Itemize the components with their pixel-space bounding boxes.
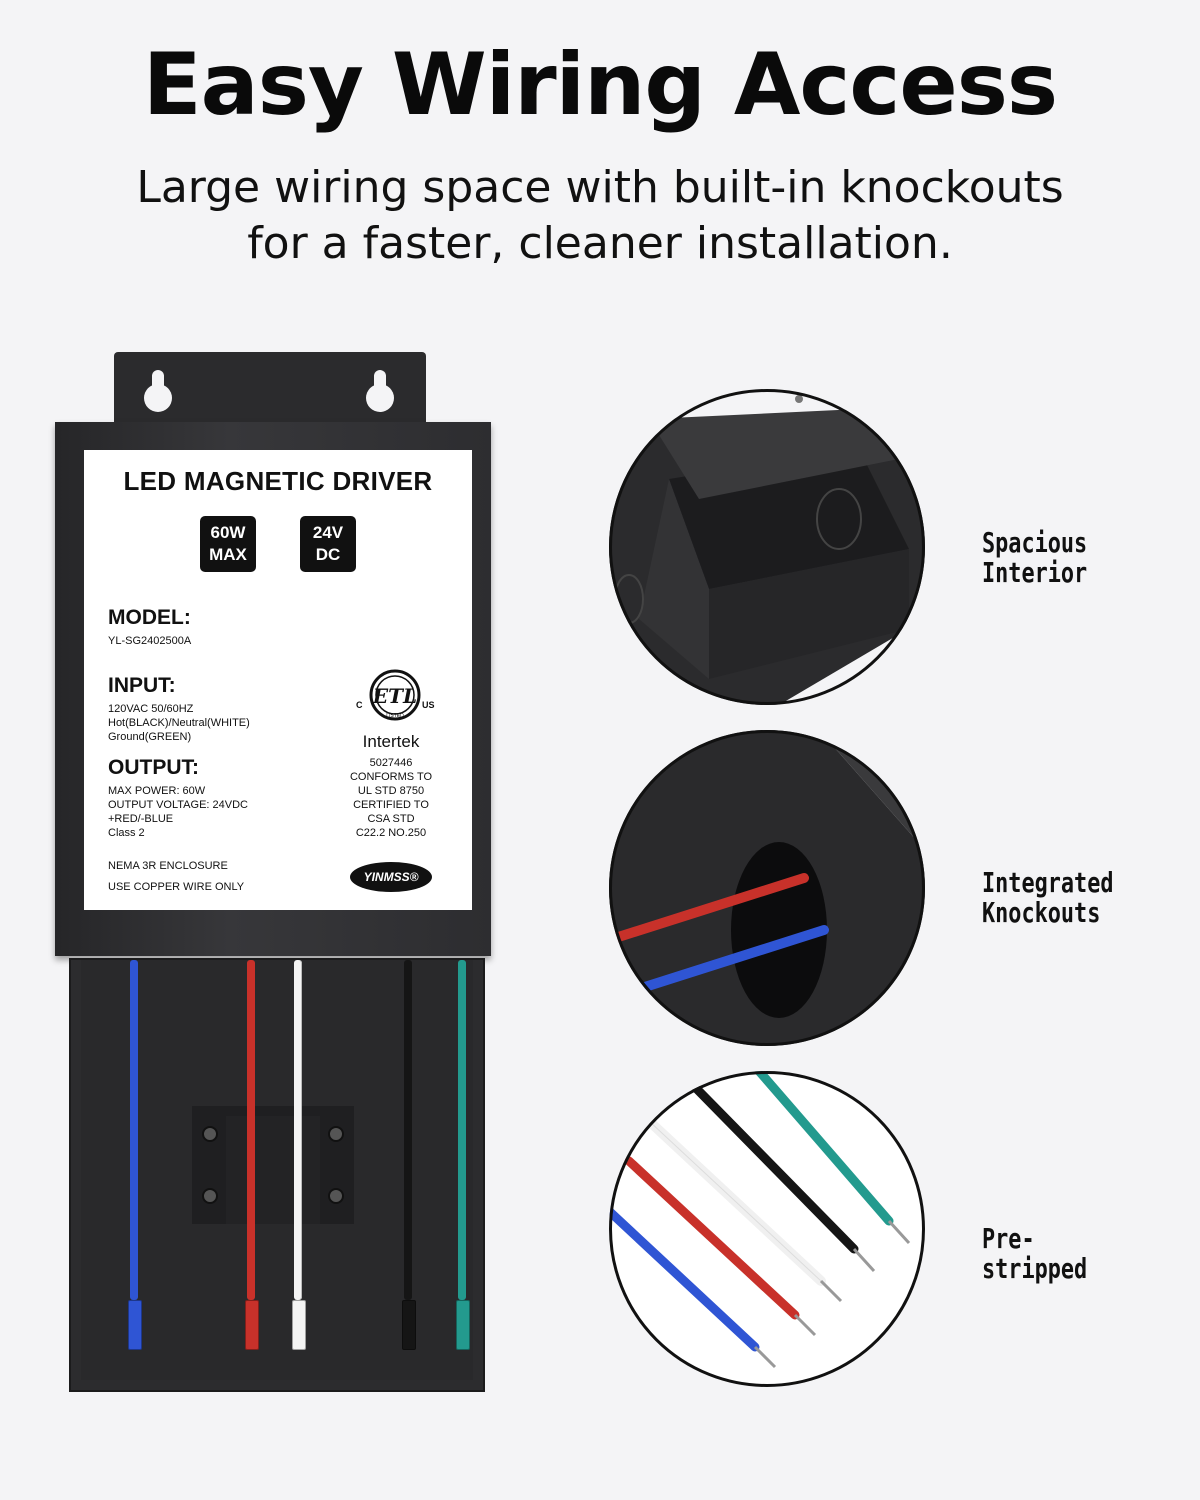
lead-wire — [130, 960, 138, 1300]
feature-line: Spacious — [982, 526, 1088, 559]
screw-icon — [202, 1188, 218, 1204]
cert-line: C22.2 NO.250 — [355, 827, 427, 839]
input-line: Hot(BLACK)/Neutral(WHITE) — [108, 717, 250, 729]
screw-icon — [202, 1126, 218, 1142]
enclosure-rating: NEMA 3R ENCLOSURE — [108, 860, 228, 872]
voltage-badge-unit: DC — [315, 545, 341, 564]
wire-note: USE COPPER WIRE ONLY — [108, 881, 245, 893]
lead-wire — [294, 960, 302, 1300]
cert-line: UL STD 8750 — [357, 785, 425, 797]
model-heading: MODEL: — [108, 606, 191, 629]
output-heading: OUTPUT: — [108, 756, 199, 779]
keyhole-icon — [366, 370, 394, 412]
output-line: MAX POWER: 60W — [108, 785, 206, 797]
cert-line: CSA STD — [367, 813, 415, 825]
power-badge: 60W MAX — [200, 516, 256, 572]
interior-illustration — [609, 389, 925, 705]
feature-integrated-knockouts: Integrated Knockouts — [982, 868, 1113, 928]
wire-terminal — [456, 1300, 470, 1350]
prestripped-illustration — [609, 1071, 925, 1387]
wire-terminal — [402, 1300, 416, 1350]
page-subtitle: Large wiring space with built-in knockou… — [60, 160, 1140, 272]
feature-spacious-interior: Spacious Interior — [982, 528, 1087, 588]
model-value: YL-SG2402500A — [108, 635, 192, 647]
wire-terminal — [292, 1300, 306, 1350]
voltage-badge: 24V DC — [300, 516, 356, 572]
output-line: +RED/-BLUE — [108, 813, 174, 825]
etl-listed-icon: ETL LISTED C US — [356, 669, 435, 721]
etl-c-text: C — [356, 700, 363, 710]
etl-listed-text: LISTED — [386, 713, 404, 719]
feature-line: Knockouts — [982, 896, 1101, 929]
screw-icon — [328, 1126, 344, 1142]
output-line: OUTPUT VOLTAGE: 24VDC — [108, 799, 248, 811]
input-specs: 120VAC 50/60HZ Hot(BLACK)/Neutral(WHITE)… — [108, 702, 250, 744]
subtitle-line-1: Large wiring space with built-in knockou… — [136, 162, 1064, 213]
cert-line: 5027446 — [369, 757, 413, 769]
detail-prestripped — [609, 1071, 925, 1387]
input-line: 120VAC 50/60HZ — [108, 703, 194, 715]
cert-line: CONFORMS TO — [349, 771, 433, 783]
voltage-badge-value: 24V — [312, 523, 344, 542]
screw-icon — [328, 1188, 344, 1204]
keyhole-icon — [144, 370, 172, 412]
page-title: Easy Wiring Access — [142, 35, 1058, 135]
input-line: Ground(GREEN) — [108, 731, 192, 743]
brand-logo: YINMSS® — [350, 862, 432, 892]
feature-line: Interior — [982, 556, 1088, 589]
feature-line: Pre- — [982, 1222, 1035, 1255]
etl-us-text: US — [422, 700, 435, 710]
feature-line: Integrated — [982, 866, 1114, 899]
detail-interior — [609, 389, 925, 705]
wire-clamp-bracket — [192, 1106, 354, 1224]
feature-pre-stripped: Pre- stripped — [982, 1224, 1087, 1284]
lead-wire — [404, 960, 412, 1300]
etl-text: ETL — [372, 684, 417, 708]
output-line: Class 2 — [108, 827, 145, 839]
input-heading: INPUT: — [108, 674, 176, 697]
detail-knockouts — [609, 730, 925, 1046]
label-title: LED MAGNETIC DRIVER — [123, 466, 433, 496]
wire-terminal — [128, 1300, 142, 1350]
mounting-bracket — [114, 352, 426, 432]
lead-wire — [458, 960, 466, 1300]
power-badge-value: 60W — [210, 523, 246, 542]
subtitle-line-2: for a faster, cleaner installation. — [247, 218, 953, 269]
product-label: LED MAGNETIC DRIVER 60W MAX 24V DC MODEL… — [84, 450, 472, 910]
knockout-illustration — [609, 730, 925, 1046]
lead-wire — [247, 960, 255, 1300]
cert-brand: Intertek — [362, 732, 420, 751]
feature-line: stripped — [982, 1252, 1088, 1285]
output-specs: MAX POWER: 60W OUTPUT VOLTAGE: 24VDC +RE… — [108, 784, 248, 840]
cert-details: 5027446 CONFORMS TO UL STD 8750 CERTIFIE… — [322, 756, 460, 840]
cert-line: CERTIFIED TO — [353, 799, 429, 811]
power-badge-unit: MAX — [209, 545, 247, 564]
wire-terminal — [245, 1300, 259, 1350]
clamp-center — [226, 1116, 320, 1224]
